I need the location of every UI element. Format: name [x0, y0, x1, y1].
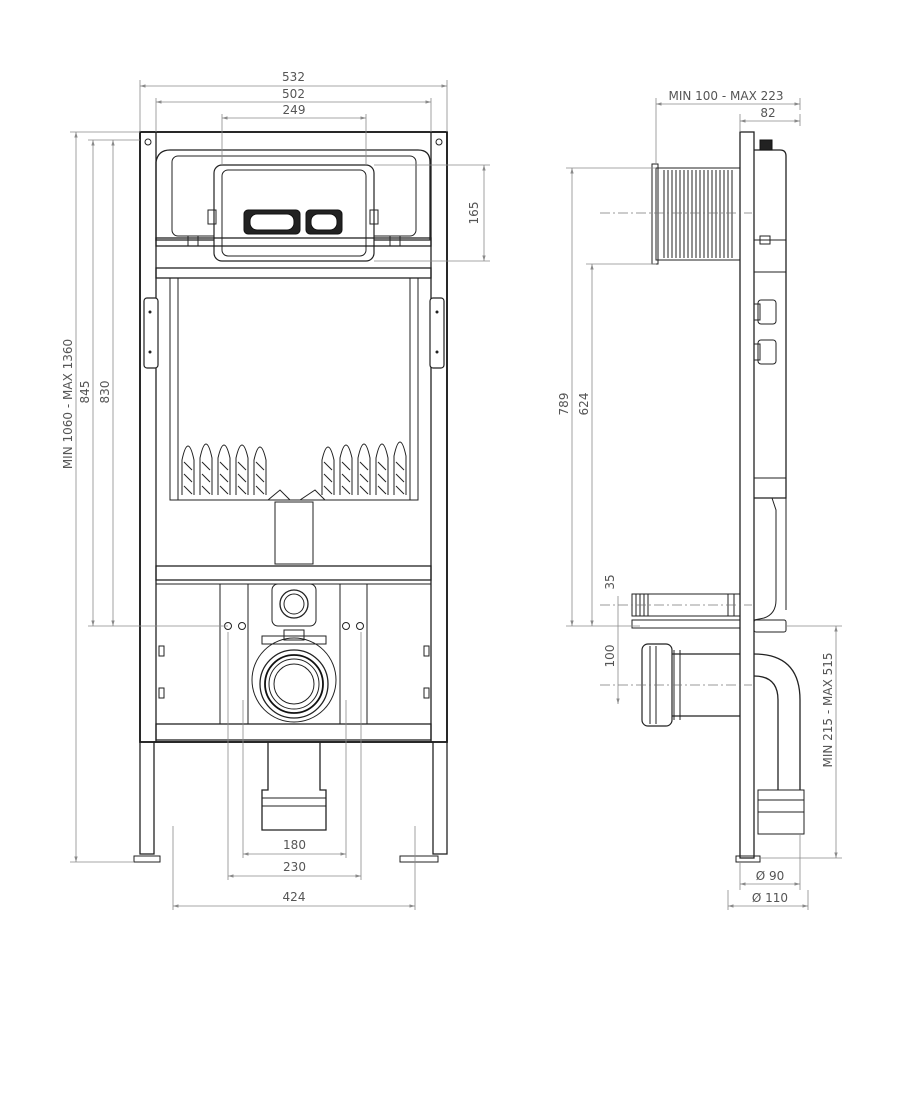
- outlet-pipe: [670, 653, 740, 717]
- dim-230: 230: [283, 860, 306, 874]
- dim-180: 180: [283, 838, 306, 852]
- dim-82: 82: [760, 106, 775, 120]
- dim-100: 100: [603, 645, 617, 668]
- corrugated-duct: [655, 167, 741, 261]
- right-leg: [432, 741, 448, 855]
- side-plate: [739, 131, 755, 859]
- dim-789: 789: [557, 393, 571, 416]
- downpipe: [274, 501, 314, 565]
- dim-624: 624: [577, 393, 591, 416]
- side-dimensions: MIN 100 - MAX 223 82 789 624 35 100 MIN …: [557, 89, 842, 910]
- frame-outline: [139, 131, 448, 743]
- dim-dia-110: Ø 110: [752, 891, 788, 905]
- dim-dia-90: Ø 90: [756, 869, 785, 883]
- right-bracket: [429, 297, 445, 369]
- cistern-top: [155, 149, 431, 241]
- dim-drain-adjust: MIN 215 - MAX 515: [821, 652, 835, 767]
- outlet-flange: [251, 637, 337, 723]
- front-dimensions: 532 502 249 165 MIN 1060 - MAX 1360 845 …: [61, 70, 490, 910]
- side-cistern: [754, 149, 787, 499]
- side-view: [600, 131, 805, 863]
- dim-depth-adjust: MIN 100 - MAX 223: [668, 89, 783, 103]
- dim-502: 502: [282, 87, 305, 101]
- dim-424: 424: [283, 890, 306, 904]
- dim-532: 532: [282, 70, 305, 84]
- dim-830: 830: [98, 381, 112, 404]
- dim-165: 165: [467, 202, 481, 225]
- crossbar: [155, 237, 432, 247]
- dim-249: 249: [283, 103, 306, 117]
- left-coil-springs: [181, 443, 267, 495]
- dim-35: 35: [603, 574, 617, 589]
- right-coil-springs: [321, 441, 407, 495]
- water-inlet: [279, 589, 309, 619]
- left-leg: [139, 741, 155, 855]
- drain-pipe: [261, 742, 327, 831]
- dim-height-adjust: MIN 1060 - MAX 1360: [61, 339, 75, 469]
- front-view: [133, 131, 448, 863]
- dim-845: 845: [78, 381, 92, 404]
- left-bracket: [143, 297, 159, 369]
